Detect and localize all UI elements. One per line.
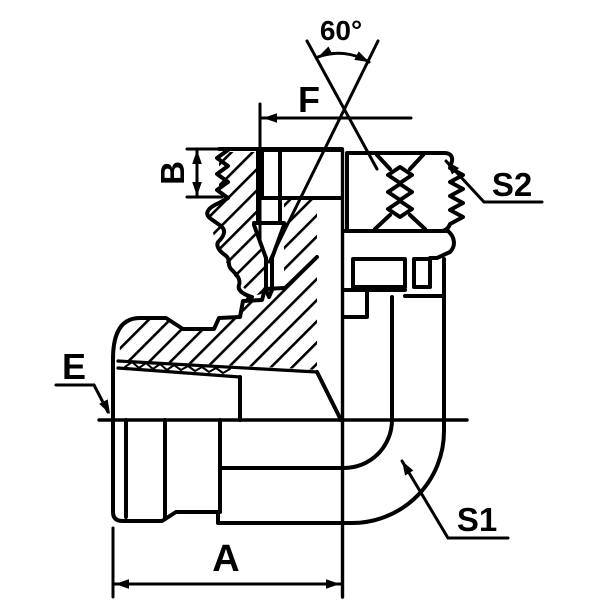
arrowhead-s1 <box>402 461 414 476</box>
arrowhead-a-right <box>326 579 340 589</box>
arrowheads <box>99 46 460 589</box>
pilot-slot <box>264 256 274 299</box>
nut-cone-lines <box>373 153 427 231</box>
cone-angle-line-right <box>305 39 379 171</box>
washer-ring <box>351 257 407 289</box>
hex-s1-label: S1 <box>457 501 497 538</box>
internal-shoulder-line <box>282 255 319 291</box>
bore-chamfer-line <box>315 370 343 422</box>
dim-a-label: A <box>212 538 239 580</box>
nut-outline <box>343 151 465 233</box>
cone-angle-line-left <box>267 39 380 264</box>
hatch-vertical-wall <box>284 199 317 370</box>
arrowhead-b-top <box>192 150 202 164</box>
female-thread-teeth <box>124 361 231 374</box>
dimension-labels: 60° F B E A S1 S2 <box>62 15 532 580</box>
hex-s2-label: S2 <box>492 166 532 203</box>
arrowhead-s2 <box>446 161 460 175</box>
arrowhead-e <box>99 399 110 414</box>
arrowhead-b-bottom <box>192 182 202 196</box>
dim-e-label: E <box>62 346 86 387</box>
arrowhead-angle-left <box>318 46 333 57</box>
cone-angle-label: 60° <box>320 15 362 46</box>
fitting-outlines <box>97 147 469 599</box>
elbow-fillet <box>342 418 394 470</box>
retainer-ring <box>412 257 432 289</box>
label-s1-leader <box>400 459 510 540</box>
dim-f-label: F <box>298 79 320 120</box>
body-collar-lines <box>341 286 369 319</box>
male-thread-profile <box>205 148 254 301</box>
boss-section-profile <box>111 286 286 422</box>
nut-thread-diamond-2 <box>386 182 414 202</box>
label-s2-leader <box>444 159 544 204</box>
nut-skirt <box>428 229 456 298</box>
female-thread-crest-line <box>116 359 319 374</box>
throat-outline <box>260 148 344 200</box>
arrowhead-f <box>263 113 277 123</box>
arrowhead-angle-right <box>354 51 369 62</box>
female-thread-root-line <box>116 366 242 379</box>
section-hatching <box>119 152 317 370</box>
body-outline <box>111 294 446 525</box>
nut-thread-diamond-3 <box>386 199 414 219</box>
arrowhead-a-left <box>115 579 129 589</box>
dim-b-label: B <box>154 161 191 185</box>
washer-seat-line <box>341 288 446 298</box>
